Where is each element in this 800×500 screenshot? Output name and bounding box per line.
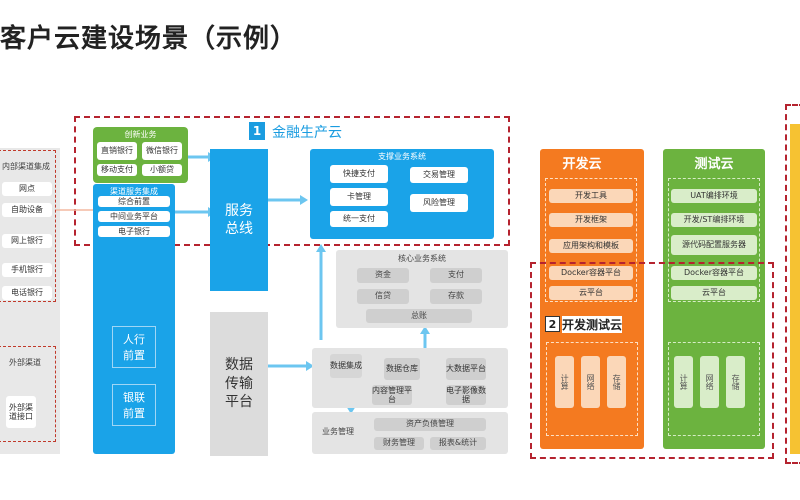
- core-item-deposit: 存款: [430, 289, 482, 304]
- dev-storage: 存储: [607, 356, 626, 408]
- data-item-integration: 数据集成: [330, 354, 362, 378]
- dev-item-app-template: 应用架构和模板: [549, 239, 633, 253]
- devtest-badge: 2: [545, 316, 560, 332]
- innovation-title: 创新业务: [124, 129, 157, 139]
- mgmt-item-alm: 资产负债管理: [374, 418, 486, 431]
- dev-item-cloud-platform: 云平台: [549, 286, 633, 300]
- core-item-funds: 资金: [357, 268, 409, 283]
- external-channel-interface: 外部渠道接口: [6, 396, 36, 428]
- mgmt-item-finance: 财务管理: [374, 437, 424, 450]
- financial-production-cloud-frame: [74, 116, 510, 246]
- support-item-risk-mgmt: 风险管理: [410, 194, 468, 212]
- core-systems-title: 核心业务系统: [398, 253, 446, 263]
- devtest-cloud-frame: [530, 262, 774, 459]
- support-item-unified-pay: 统一支付: [330, 211, 388, 227]
- pbc-front-box: 人行前置: [112, 326, 156, 368]
- channel-item-mobile-bank: 手机银行: [2, 263, 52, 277]
- test-network: 网络: [700, 356, 719, 408]
- channel-item-self-service: 自助设备: [2, 203, 52, 217]
- service-bus-block: 服务总线: [210, 149, 268, 291]
- data-item-warehouse: 数据仓库: [384, 358, 420, 380]
- core-item-payment: 支付: [430, 268, 482, 283]
- page-title: 客户云建设场景（示例）: [0, 24, 298, 54]
- dev-network: 网络: [581, 356, 600, 408]
- test-item-dev-st-env: 开发/ST编排环境: [671, 213, 757, 227]
- channel-item-phone-bank: 电话银行: [2, 286, 52, 300]
- core-item-ledger: 总账: [366, 309, 472, 323]
- test-compute: 计算: [674, 356, 693, 408]
- devtest-label: 开发测试云: [562, 316, 623, 333]
- dev-item-tools: 开发工具: [549, 189, 633, 203]
- channel-item-online-bank: 网上银行: [2, 234, 52, 248]
- innovation-item-direct-bank: 直销银行: [97, 142, 137, 160]
- dev-item-framework: 开发框架: [549, 213, 633, 227]
- test-item-cloud-platform: 云平台: [671, 286, 757, 300]
- test-item-scm-server: 源代码配置服务器: [671, 235, 757, 255]
- dev-cloud-title: 开发云: [562, 156, 602, 172]
- support-item-card-mgmt: 卡管理: [330, 188, 388, 206]
- business-mgmt-label: 业务管理: [322, 426, 354, 436]
- channel-item-e-bank: 电子银行: [98, 226, 170, 237]
- dev-cloud-inner-frame: [545, 178, 637, 302]
- test-item-uat-env: UAT编排环境: [671, 189, 757, 203]
- fin-cloud-label: 金融生产云: [272, 125, 342, 141]
- data-item-content-mgmt: 内容管理平台: [372, 385, 412, 405]
- external-channels-frame: [0, 346, 56, 442]
- right-partial-block: [790, 124, 800, 454]
- core-item-credit: 信贷: [357, 289, 409, 304]
- innovation-item-microloan: 小额贷: [142, 164, 182, 176]
- data-item-bigdata: 大数据平台: [446, 358, 486, 380]
- right-partial-frame: [785, 104, 800, 464]
- test-infra-frame: [668, 342, 760, 436]
- test-item-docker: Docker容器平台: [671, 266, 757, 280]
- dev-compute: 计算: [555, 356, 574, 408]
- test-storage: 存储: [726, 356, 745, 408]
- channel-service-title: 渠道服务集成: [110, 186, 158, 196]
- innovation-item-wechat-bank: 微信银行: [142, 142, 182, 160]
- data-transmission-platform: 数据传输平台: [210, 312, 268, 456]
- external-channels-label: 外部渠道: [9, 357, 41, 367]
- mgmt-item-reports: 报表&统计: [430, 437, 486, 450]
- internal-channels-label: 内部渠道集成: [2, 161, 50, 171]
- innovation-item-mobile-pay: 移动支付: [97, 164, 137, 176]
- support-systems-title: 支撑业务系统: [378, 151, 426, 161]
- support-item-quick-pay: 快捷支付: [330, 165, 388, 183]
- channel-item-front-end: 综合前置: [98, 196, 170, 207]
- channel-item-branch: 网点: [2, 182, 52, 196]
- fin-cloud-badge: 1: [249, 122, 265, 140]
- test-cloud-title: 测试云: [694, 156, 734, 172]
- channel-item-middle-platform: 中间业务平台: [98, 211, 170, 222]
- dev-item-docker: Docker容器平台: [549, 266, 633, 280]
- dev-infra-frame: [546, 342, 638, 436]
- internal-channels-frame: [0, 150, 56, 302]
- unionpay-front-box: 银联前置: [112, 384, 156, 426]
- support-item-trade-mgmt: 交易管理: [410, 167, 468, 183]
- data-item-e-image: 电子影像数据: [446, 385, 486, 405]
- test-cloud-inner-frame: [668, 178, 760, 302]
